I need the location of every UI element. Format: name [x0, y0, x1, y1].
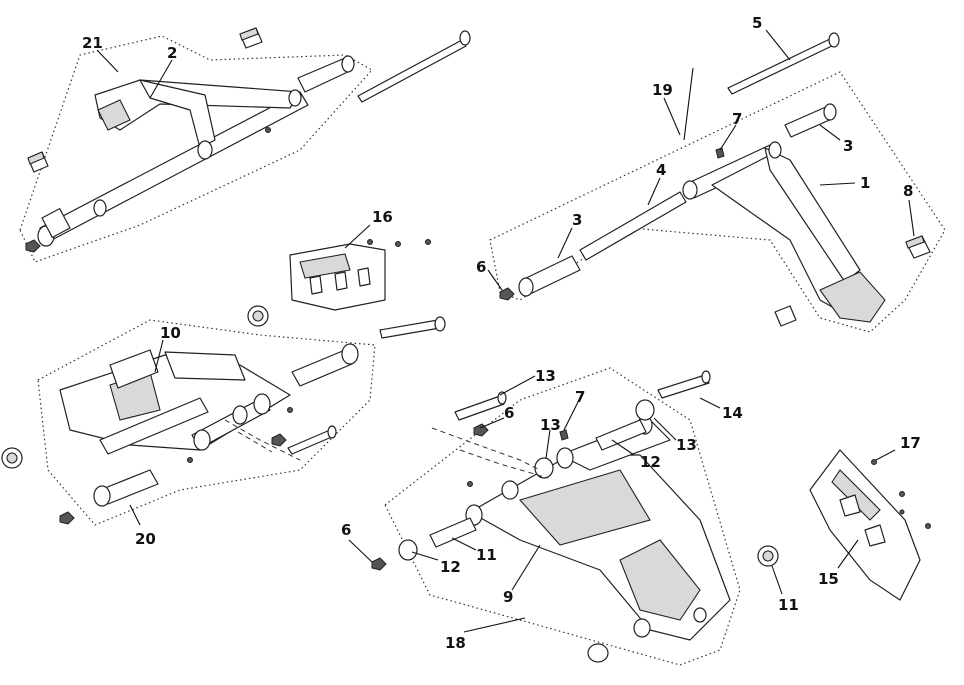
long-bolt-top-center	[357, 30, 471, 103]
callout-12-right: 12	[640, 453, 661, 471]
callout-5: 5	[752, 14, 762, 32]
callout-19: 19	[652, 81, 673, 99]
callout-10: 10	[160, 324, 181, 342]
callout-15: 15	[818, 570, 839, 588]
swing-arm-upper-left	[25, 27, 355, 253]
callout-2: 2	[167, 44, 177, 62]
group-outline-19	[489, 71, 946, 333]
callout-16: 16	[372, 208, 393, 226]
callout-4: 4	[656, 161, 666, 179]
callout-11: 11	[778, 596, 799, 614]
bushing-cap-11	[757, 545, 779, 567]
callout-14-right: 14	[722, 404, 743, 422]
callout-12-left: 11	[476, 546, 497, 564]
callout-18: 18	[445, 634, 466, 652]
callout-7-center: 7	[575, 388, 585, 406]
bushing-cap-center-left	[247, 305, 269, 327]
callout-21: 21	[82, 34, 103, 52]
callout-20: 20	[135, 530, 156, 548]
callout-6-lower: 6	[341, 521, 351, 539]
a-arm-upper-right	[499, 32, 931, 327]
callout-13-right: 13	[676, 436, 697, 454]
callout-14-left: 13	[535, 367, 556, 385]
callout-1: 1	[860, 174, 870, 192]
leader-lines	[96, 29, 915, 633]
group-outline-21	[19, 35, 373, 263]
callout-13-left: 12	[440, 558, 461, 576]
callout-3-right: 3	[843, 137, 853, 155]
callout-6-right: 6	[476, 258, 486, 276]
callout-9: 9	[503, 588, 513, 606]
callout-7-top: 7	[732, 110, 742, 128]
callout-3-left: 3	[572, 211, 582, 229]
a-arm-lower-left	[59, 343, 359, 525]
callout-6-center: 6	[504, 404, 514, 422]
callout-17: 17	[900, 434, 921, 452]
bolt-center-left	[379, 316, 446, 339]
skid-plate-16	[289, 239, 431, 311]
callout-labels: 21 2 5 19 7 3 1 8 4 3 6 16 10 20 13 6 7 …	[82, 14, 921, 652]
skid-plate-15	[809, 449, 931, 601]
bushing-cap-far-left	[1, 447, 23, 469]
callout-13-center: 13	[540, 416, 561, 434]
callout-8: 8	[903, 182, 913, 200]
a-arm-lower-center	[371, 370, 731, 663]
